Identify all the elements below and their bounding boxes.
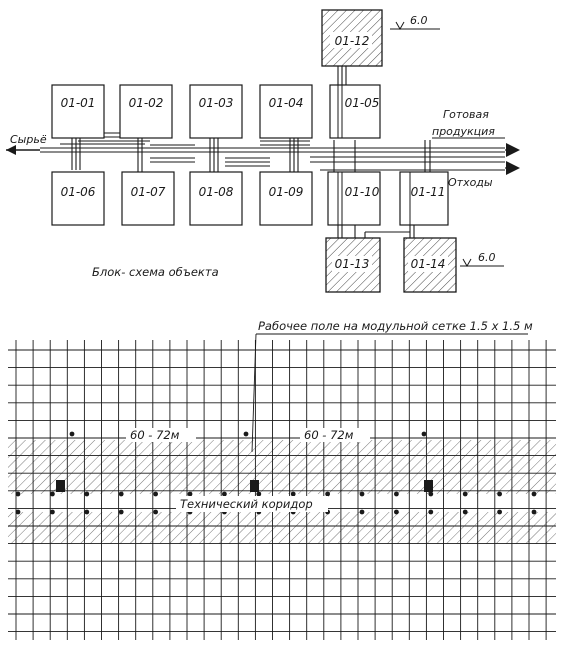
block-01-09: 01-09 xyxy=(259,171,313,226)
grid-node xyxy=(15,491,21,497)
input-label: Сырьё xyxy=(10,133,47,146)
output-product-label-line1: Готовая xyxy=(443,108,489,121)
output-product-label-line2: продукция xyxy=(432,125,495,138)
span-label-right: 60 - 72м xyxy=(304,428,354,442)
grid-node xyxy=(462,509,468,515)
grid-node xyxy=(497,491,502,497)
svg-text:01-14: 01-14 xyxy=(411,257,446,271)
svg-text:01-13: 01-13 xyxy=(335,257,370,271)
grid-node xyxy=(153,491,159,497)
svg-text:01-09: 01-09 xyxy=(269,185,304,199)
block-01-01: 01-01 xyxy=(51,84,105,139)
grid-node xyxy=(84,491,90,497)
grid-node xyxy=(394,491,399,497)
grid-node xyxy=(428,491,434,497)
grid-node xyxy=(69,431,75,437)
grid-node xyxy=(153,509,159,515)
grid-node xyxy=(50,509,55,515)
grid-node xyxy=(187,491,193,497)
block-01-08: 01-08 xyxy=(189,171,243,226)
svg-text:6.0: 6.0 xyxy=(478,251,496,264)
grid-node xyxy=(497,509,502,515)
elevation-mark-bottom: 6.0 xyxy=(460,251,504,268)
block-01-13: 01-13 xyxy=(325,237,381,293)
grid-node xyxy=(256,491,262,497)
svg-text:01-04: 01-04 xyxy=(269,96,304,110)
elevation-mark-top: 6.0 xyxy=(390,14,440,31)
block-01-02: 01-02 xyxy=(119,84,173,139)
block-01-03: 01-03 xyxy=(189,84,243,139)
svg-text:01-06: 01-06 xyxy=(61,185,96,199)
output-waste-arrow xyxy=(505,161,520,175)
grid-plan: Технический коридор 60 - 72м 60 - 72м Ра… xyxy=(8,319,556,640)
svg-text:01-12: 01-12 xyxy=(335,34,370,48)
corridor-band-lower xyxy=(8,512,556,544)
block-01-04: 01-04 xyxy=(259,84,313,139)
cell-marker-3 xyxy=(424,480,433,492)
span-label-left: 60 - 72м xyxy=(130,428,180,442)
block-01-11: 01-11 xyxy=(399,171,449,226)
svg-text:01-08: 01-08 xyxy=(199,185,234,199)
block-01-05: 01-05 xyxy=(329,84,381,139)
grid-node xyxy=(243,431,249,437)
svg-text:01-02: 01-02 xyxy=(129,96,164,110)
grid-node xyxy=(359,491,365,497)
grid-node xyxy=(428,509,434,515)
svg-text:01-10: 01-10 xyxy=(345,185,380,199)
cell-marker-1 xyxy=(56,480,65,492)
output-product-arrow xyxy=(505,143,520,157)
block-diagram: 01-01 01-02 01-03 01-04 01-05 01-06 01-0… xyxy=(6,9,520,293)
work-field-label: Рабочее поле на модульной сетке 1.5 x 1.… xyxy=(258,319,533,333)
modular-grid xyxy=(8,340,556,640)
cell-marker-2 xyxy=(250,480,259,492)
svg-text:01-05: 01-05 xyxy=(345,96,380,110)
corridor-label: Технический коридор xyxy=(180,497,313,511)
grid-node xyxy=(118,509,124,515)
grid-node xyxy=(531,491,537,497)
diagram-caption: Блок- схема объекта xyxy=(92,265,219,279)
svg-text:01-07: 01-07 xyxy=(131,185,166,199)
svg-text:01-01: 01-01 xyxy=(61,96,96,110)
block-01-14: 01-14 xyxy=(403,237,457,293)
grid-node xyxy=(421,431,427,437)
block-01-07: 01-07 xyxy=(121,171,175,226)
grid-node xyxy=(325,491,330,497)
grid-node xyxy=(84,509,90,515)
output-waste-label: Отходы xyxy=(448,176,493,189)
grid-node xyxy=(290,491,296,497)
svg-text:01-11: 01-11 xyxy=(411,185,446,199)
grid-node xyxy=(118,491,124,497)
grid-node xyxy=(359,509,365,515)
block-01-10: 01-10 xyxy=(327,171,381,226)
grid-node xyxy=(222,491,227,497)
grid-node xyxy=(394,509,399,515)
block-01-12: 01-12 xyxy=(321,9,383,67)
work-field-band xyxy=(8,440,556,494)
grid-node xyxy=(531,509,537,515)
block-01-06: 01-06 xyxy=(51,171,105,226)
grid-node xyxy=(462,491,468,497)
input-arrow xyxy=(6,145,40,155)
grid-node xyxy=(50,491,55,497)
svg-text:01-03: 01-03 xyxy=(199,96,234,110)
grid-node xyxy=(15,509,21,515)
svg-text:6.0: 6.0 xyxy=(410,14,428,27)
